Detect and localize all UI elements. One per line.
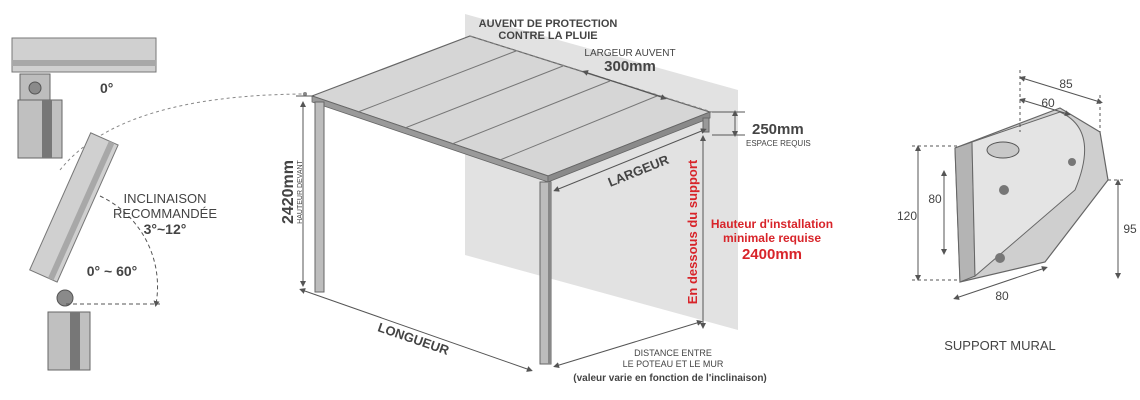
inclination-title-1: INCLINAISON [123,191,206,206]
connector-curve [59,93,306,171]
dim-85-label: 85 [1059,77,1073,91]
distance-note: (valeur varie en fonction de l'inclinais… [573,373,767,384]
distance-title-2: LE POTEAU ET LE MUR [623,359,724,369]
front-height-value: 2420mm [280,160,297,224]
inclination-range: 3°~12° [144,221,187,237]
space-value: 250mm [752,121,804,138]
wall-bracket [954,107,1109,283]
dim-80-bottom-label: 80 [995,289,1009,303]
under-support-label: En dessous du support [685,159,700,304]
profile-inclined [29,132,119,371]
angle-zero-label: 0° [100,80,113,96]
install-height-value: 2400mm [742,246,802,263]
dim-60-label: 60 [1041,96,1055,110]
awning-width-dimension [582,70,667,100]
dim-85-line [1019,76,1103,104]
dim-80-vertical-label: 80 [928,192,942,206]
space-label: ESPACE REQUIS [746,139,811,148]
dim-120-label: 120 [897,209,917,223]
awning-title-1: AUVENT DE PROTECTION [479,18,618,30]
dim-80-bottom-line [953,266,1048,300]
awning-width-value: 300mm [604,58,656,75]
install-height-title-2: minimale requise [723,231,821,245]
dim-60-line [1019,98,1071,116]
length-dimension [299,288,533,372]
awning-title-2: CONTRE LA PLUIE [498,30,597,42]
dim-95-label: 95 [1123,222,1137,236]
angle-arc [99,195,160,307]
connector-dot [303,92,307,96]
distance-title-1: DISTANCE ENTRE [634,348,712,358]
inclination-title-2: RECOMMANDÉE [113,206,217,221]
angle-range-label: 0° ~ 60° [87,263,138,279]
support-mural-caption: SUPPORT MURAL [944,338,1056,353]
front-height-label: HAUTEUR DEVANT [297,159,304,223]
install-height-title-1: Hauteur d'installation [711,217,833,231]
profile-zero-degree [11,37,157,159]
width-dimension [553,128,707,192]
distance-dimension [553,320,703,368]
awning-width-label: LARGEUR AUVENT [584,48,675,59]
